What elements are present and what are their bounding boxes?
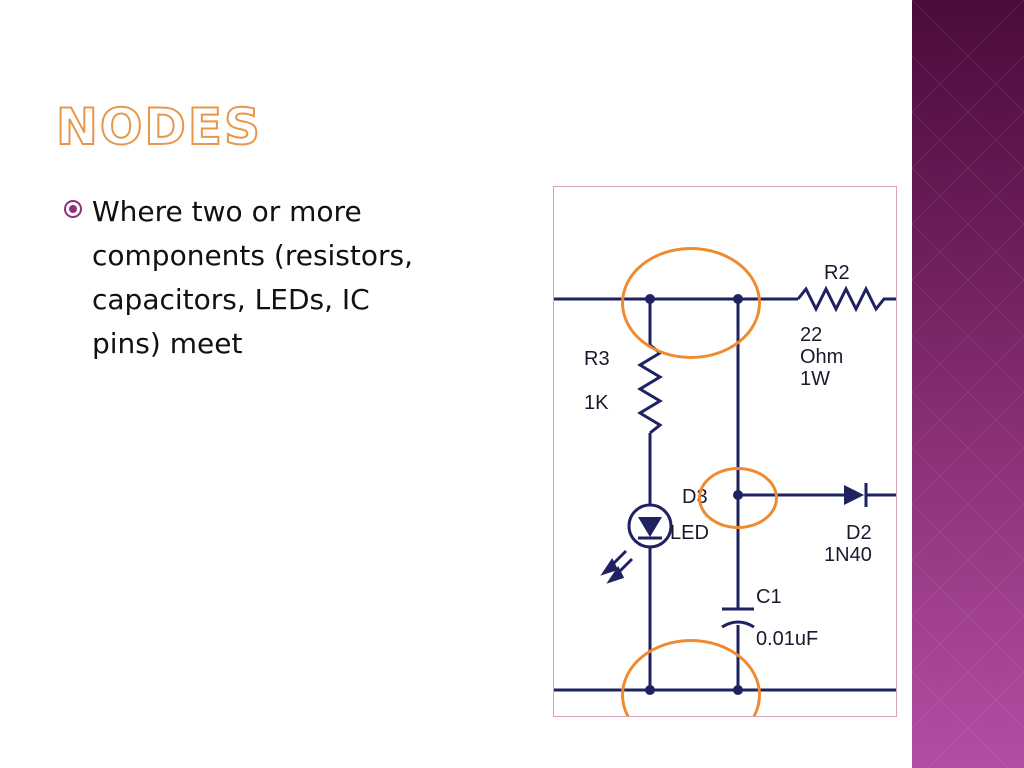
label-r2-value-1: 22: [800, 324, 822, 346]
bullet-text: Where two or more components (resistors,…: [92, 195, 414, 360]
label-c1: C1: [756, 586, 782, 608]
label-c1-value: 0.01uF: [756, 628, 818, 650]
label-d2-value: 1N40: [824, 544, 872, 566]
circuit-diagram: R2 22 Ohm 1W R3 1K D3 LED D2 1N40 C1 0.0…: [553, 186, 897, 717]
target-bullet-icon: [64, 200, 82, 218]
label-r2-value-2: Ohm: [800, 346, 843, 368]
circuit-drawing: R2 22 Ohm 1W R3 1K D3 LED D2 1N40 C1 0.0…: [554, 262, 896, 695]
label-r2-value-3: 1W: [800, 368, 830, 390]
label-r3: R3: [584, 348, 610, 370]
resistor-r3-symbol: [637, 343, 663, 435]
label-led: LED: [670, 522, 709, 544]
led-symbol: [627, 503, 673, 549]
label-r2: R2: [824, 262, 850, 284]
label-d3: D3: [682, 486, 708, 508]
junction-dots: [645, 294, 743, 695]
slide-title: NODES: [55, 98, 263, 156]
label-r3-value: 1K: [584, 392, 609, 414]
diode-d2-symbol: [844, 485, 864, 505]
side-band-pattern: [912, 0, 1024, 768]
led-light-arrows: [600, 549, 634, 584]
resistor-r2-symbol: [796, 285, 896, 313]
label-d2: D2: [846, 522, 872, 544]
decorative-side-band: [912, 0, 1024, 768]
